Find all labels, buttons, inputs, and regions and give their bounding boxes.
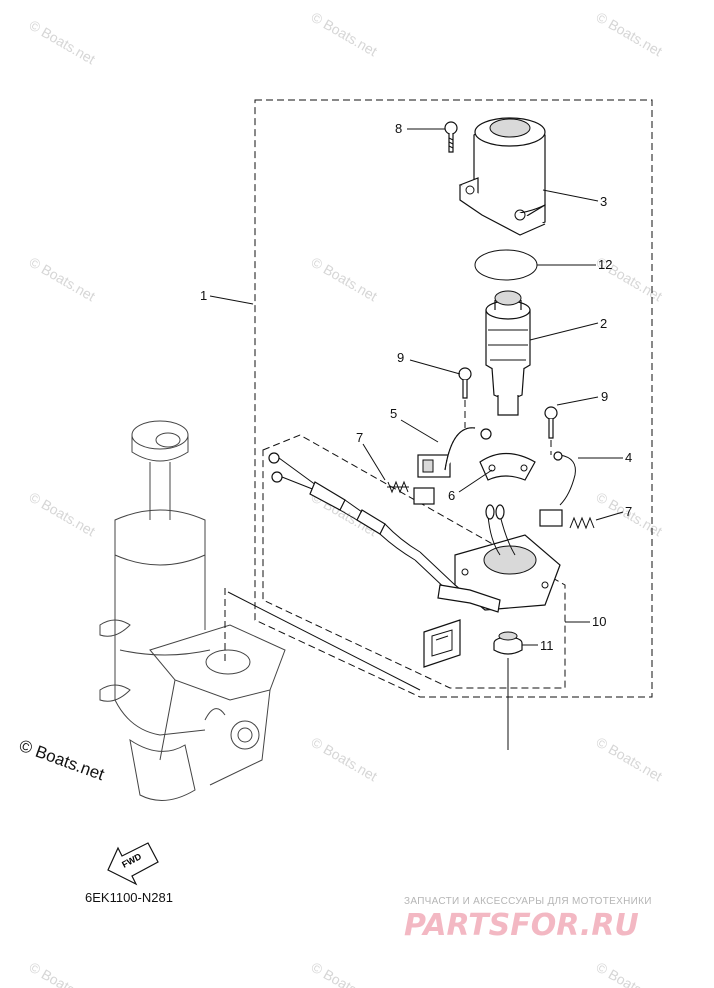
- callout-leaders: [209, 128, 624, 646]
- motor-base: [437, 504, 561, 613]
- watermark: © Boats.net: [309, 959, 381, 988]
- cylinder-assembly: [99, 420, 286, 801]
- watermark: © Boats.net: [594, 959, 666, 988]
- detail-inset-icon: [423, 619, 461, 668]
- spring-right: [569, 516, 595, 530]
- callout-4: 4: [625, 450, 632, 465]
- watermark: © Boats.net: [27, 489, 99, 540]
- callout-11: 11: [540, 638, 554, 653]
- promo-logo: PARTSFOR.RU: [404, 908, 639, 943]
- o-ring: [474, 249, 538, 281]
- callout-8: 8: [395, 121, 402, 136]
- callout-3: 3: [600, 194, 607, 209]
- mounting-leader: [227, 591, 421, 691]
- grommet: [493, 631, 523, 750]
- watermark: © Boats.net: [27, 254, 99, 305]
- callout-7-left: 7: [356, 430, 363, 445]
- copyright-text: © Boats.net: [17, 736, 107, 784]
- watermark: © Boats.net: [309, 734, 381, 785]
- callout-2: 2: [600, 316, 607, 331]
- watermark: © Boats.net: [309, 254, 381, 305]
- fwd-arrow-icon: FWD: [107, 842, 159, 886]
- lead-wires: [268, 452, 456, 594]
- armature: [485, 290, 531, 416]
- promo-tagline: ЗАПЧАСТИ И АКСЕССУАРЫ ДЛЯ МОТОТЕХНИКИ: [404, 896, 652, 907]
- screw-9-left: [458, 367, 472, 428]
- callout-6: 6: [448, 488, 455, 503]
- callout-12: 12: [598, 257, 612, 272]
- watermark: © Boats.net: [27, 17, 99, 68]
- subassembly-boundary: [262, 434, 566, 689]
- brush-plate: [479, 452, 536, 481]
- callout-labels: 1 2 3 4 5 6 7 7 8 9 9 10 11 12: [200, 121, 632, 653]
- assembly-boundary: [254, 99, 653, 698]
- callout-7-right: 7: [625, 504, 632, 519]
- diagram-code: 6EK1100-N281: [85, 890, 173, 905]
- motor-yoke: [458, 117, 546, 236]
- screw-9-right: [544, 406, 558, 455]
- callout-9-right: 9: [601, 389, 608, 404]
- watermark: © Boats.net: [309, 9, 381, 60]
- brush-right: [539, 451, 576, 527]
- watermark: © Boats.net: [594, 734, 666, 785]
- callout-10: 10: [592, 614, 606, 629]
- brush-holder-left: [413, 427, 492, 505]
- spring-left: [387, 480, 409, 494]
- screw-8: [444, 121, 458, 153]
- callout-1: 1: [200, 288, 207, 303]
- callout-5: 5: [390, 406, 397, 421]
- watermark: © Boats.net: [27, 959, 99, 988]
- callout-9-left: 9: [397, 350, 404, 365]
- watermark-layer: © Boats.net © Boats.net © Boats.net © Bo…: [27, 9, 666, 988]
- watermark: © Boats.net: [594, 9, 666, 60]
